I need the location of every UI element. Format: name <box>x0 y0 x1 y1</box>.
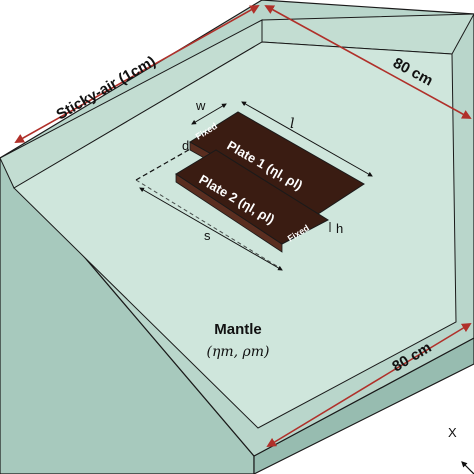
l-label: l <box>290 116 294 132</box>
d-label: d <box>182 138 189 153</box>
w-dimension-line <box>191 103 227 125</box>
top-dimension-arrow <box>264 5 472 119</box>
l-dimension-line <box>241 101 373 177</box>
s-label: s <box>204 228 211 243</box>
mantle-label: Mantle <box>214 321 262 338</box>
axis-x-label: X <box>448 425 457 440</box>
axis-x-arrow <box>461 461 474 474</box>
mantle-params-label: (ηm, ρm) <box>207 344 270 360</box>
s-dimension-line <box>139 187 283 271</box>
right-dimension-arrow <box>266 323 472 447</box>
sticky-air-arrow <box>14 5 260 143</box>
w-label: w <box>195 98 206 113</box>
h-label: h <box>336 221 343 236</box>
